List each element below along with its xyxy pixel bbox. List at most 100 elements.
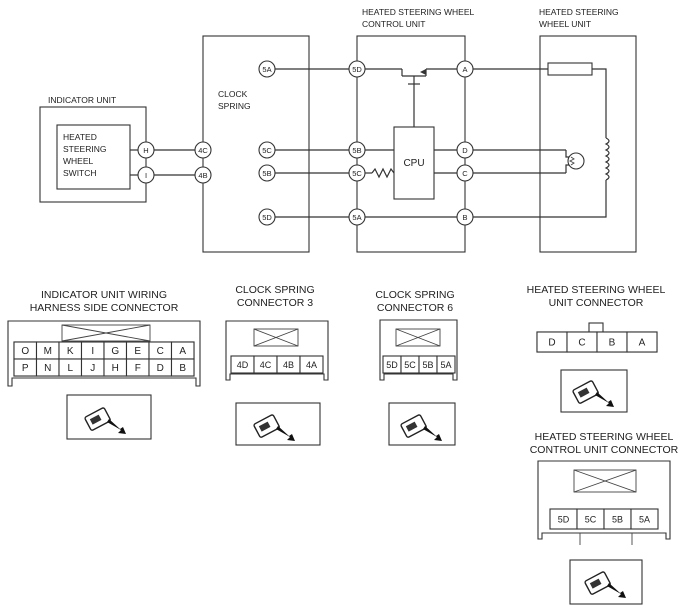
control-unit-label-1: HEATED STEERING WHEEL bbox=[362, 7, 475, 17]
pin-label: 5D bbox=[558, 515, 570, 525]
pin-label: 4A bbox=[306, 360, 317, 370]
terminal-cs-5a: 5A bbox=[258, 60, 276, 78]
terminal-cs-5c: 5C bbox=[258, 141, 276, 159]
pin-cell bbox=[170, 358, 195, 377]
pin-cell bbox=[630, 508, 659, 530]
control-unit-connector: HEATED STEERING WHEEL CONTROL UNIT CONNE… bbox=[530, 431, 679, 605]
cs6-title-2: CONNECTOR 6 bbox=[377, 302, 453, 314]
pin-label: M bbox=[44, 346, 52, 357]
wiring-section: INDICATOR UNIT HEATED STEERING WHEEL SWI… bbox=[39, 7, 637, 253]
terminal-cs-5b: 5B bbox=[258, 164, 276, 182]
terminal-cs-5d: 5D bbox=[258, 208, 276, 226]
svg-text:B: B bbox=[462, 213, 467, 222]
switch-label-1: HEATED bbox=[63, 132, 97, 142]
pin-label: B bbox=[179, 363, 186, 374]
pin-label: 5B bbox=[612, 515, 623, 525]
control-unit-label-2: CONTROL UNIT bbox=[362, 19, 425, 29]
svg-text:I: I bbox=[145, 171, 147, 180]
svg-text:D: D bbox=[462, 146, 468, 155]
switch-label-3: WHEEL bbox=[63, 156, 94, 166]
pin-label: G bbox=[111, 346, 119, 357]
pin-label: A bbox=[179, 346, 186, 357]
terminal-c: C bbox=[456, 164, 474, 182]
pin-label: 4C bbox=[260, 360, 272, 370]
clock-spring-label-1: CLOCK bbox=[218, 89, 248, 99]
svg-text:5D: 5D bbox=[262, 213, 272, 222]
pin-label: I bbox=[91, 346, 94, 357]
svg-text:4B: 4B bbox=[198, 171, 207, 180]
cs6-pin-grid: 5D 5C 5B 5A bbox=[382, 355, 456, 374]
terminal-d: D bbox=[456, 141, 474, 159]
terminals: H I 4C 4B 5A 5C 5B 5D 5D 5B 5C 5A A D C … bbox=[137, 60, 474, 226]
pin-label: 5A bbox=[440, 360, 451, 370]
switch-label-2: STEERING bbox=[63, 144, 106, 154]
pin-cell bbox=[299, 355, 324, 374]
control-pin-grid: 5D 5C 5B 5A bbox=[549, 508, 659, 530]
terminal-4c: 4C bbox=[194, 141, 212, 159]
terminal-cu-5b: 5B bbox=[348, 141, 366, 159]
pin-label: K bbox=[67, 346, 74, 357]
terminal-4b: 4B bbox=[194, 166, 212, 184]
indicator-connector: INDICATOR UNIT WIRING HARNESS SIDE CONNE… bbox=[7, 289, 201, 440]
wheel-unit-label-1: HEATED STEERING bbox=[539, 7, 619, 17]
svg-text:5A: 5A bbox=[262, 65, 271, 74]
pin-label: F bbox=[135, 363, 141, 374]
indicator-connector-title-1: INDICATOR UNIT WIRING bbox=[41, 289, 167, 301]
wheel-unit-label-2: WHEEL UNIT bbox=[539, 19, 591, 29]
pin-label: 5C bbox=[404, 360, 416, 370]
terminal-cu-5a: 5A bbox=[348, 208, 366, 226]
pin-label: 4D bbox=[237, 360, 249, 370]
cs3-pin-grid: 4D 4C 4B 4A bbox=[230, 355, 324, 374]
pin-label: E bbox=[134, 346, 141, 357]
control-connector-title-2: CONTROL UNIT CONNECTOR bbox=[530, 444, 679, 456]
svg-text:H: H bbox=[143, 146, 148, 155]
terminal-cu-5c: 5C bbox=[348, 164, 366, 182]
svg-text:5C: 5C bbox=[262, 146, 272, 155]
cpu-label: CPU bbox=[403, 158, 424, 169]
pin-label: J bbox=[90, 363, 95, 374]
heated-switch-box bbox=[56, 124, 131, 190]
clock-spring-box bbox=[202, 35, 310, 253]
indicator-unit-label: INDICATOR UNIT bbox=[48, 95, 116, 105]
terminal-i: I bbox=[137, 166, 155, 184]
pin-label: 5D bbox=[386, 360, 398, 370]
terminal-b: B bbox=[456, 208, 474, 226]
clock-spring-label-2: SPRING bbox=[218, 101, 251, 111]
pin-label: B bbox=[609, 338, 616, 349]
wheel-connector-title-1: HEATED STEERING WHEEL bbox=[527, 284, 666, 296]
cpu-box bbox=[393, 126, 435, 200]
svg-text:4C: 4C bbox=[198, 146, 208, 155]
svg-text:A: A bbox=[462, 65, 467, 74]
pin-label: P bbox=[22, 363, 29, 374]
pin-label: 4B bbox=[283, 360, 294, 370]
svg-text:C: C bbox=[462, 169, 468, 178]
pin-label: 5C bbox=[585, 515, 597, 525]
terminal-h: H bbox=[137, 141, 155, 159]
pin-cell bbox=[626, 331, 658, 353]
pin-label: C bbox=[578, 338, 585, 349]
indicator-connector-title-2: HARNESS SIDE CONNECTOR bbox=[30, 302, 179, 314]
heater-resistor bbox=[547, 62, 593, 76]
pin-label: A bbox=[639, 338, 646, 349]
pin-label: O bbox=[21, 346, 29, 357]
pin-label: L bbox=[67, 363, 73, 374]
terminal-a: A bbox=[456, 60, 474, 78]
switch-label-4: SWITCH bbox=[63, 168, 97, 178]
pin-label: 5B bbox=[422, 360, 433, 370]
svg-text:5C: 5C bbox=[352, 169, 362, 178]
pin-label: C bbox=[157, 346, 164, 357]
control-connector-title-1: HEATED STEERING WHEEL bbox=[535, 431, 674, 443]
thermistor bbox=[567, 152, 585, 170]
pin-cell bbox=[436, 355, 456, 374]
svg-text:5B: 5B bbox=[352, 146, 361, 155]
pin-label: 5A bbox=[639, 515, 650, 525]
pin-label: D bbox=[157, 363, 164, 374]
pin-label: N bbox=[44, 363, 51, 374]
terminal-cu-5d: 5D bbox=[348, 60, 366, 78]
